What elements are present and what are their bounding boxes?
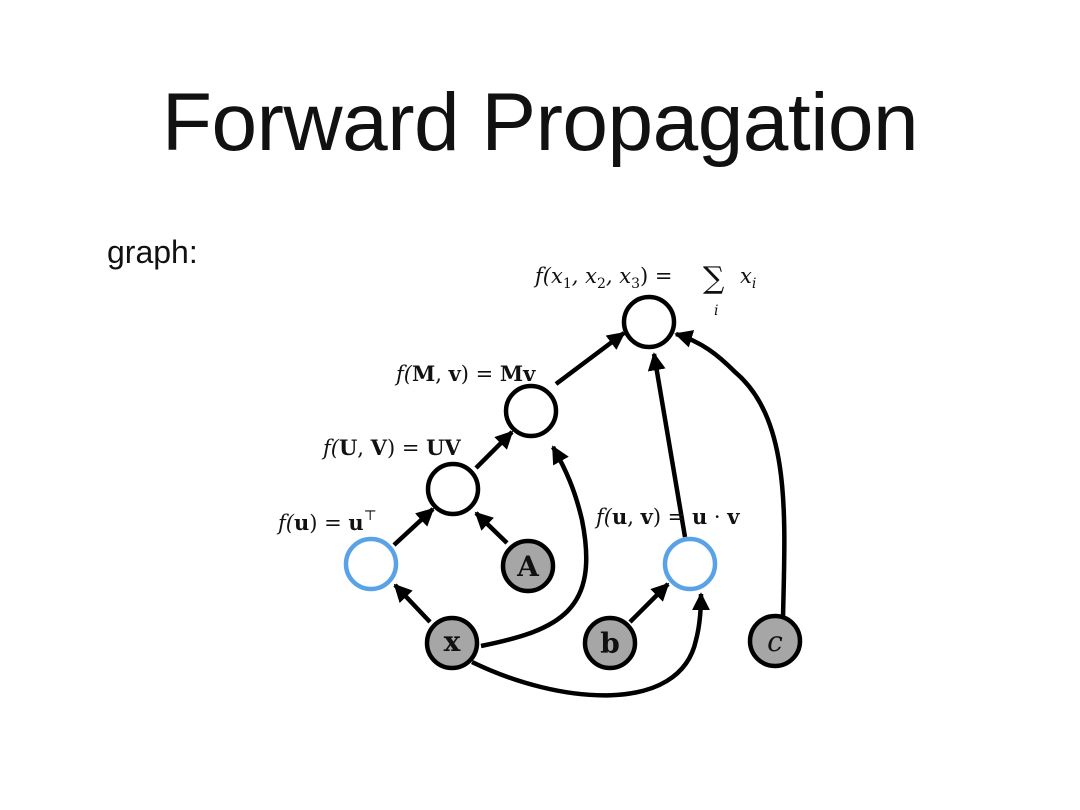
edge-uv-to-mv (474, 430, 514, 470)
edge-c-to-sum (674, 330, 787, 619)
input-node-x (424, 615, 480, 671)
input-node-A (500, 538, 556, 594)
transpose-function-label: f(u) = u⊤ (276, 508, 377, 535)
input-node-c (747, 613, 803, 669)
transpose-node (343, 536, 399, 592)
nodes: A x b c (343, 294, 803, 671)
node-label-A: A (516, 550, 540, 583)
slide-title: Forward Propagation (161, 77, 919, 168)
edge-b-to-dot (628, 582, 670, 624)
mv-function-label: f(M, v) = Mv (394, 361, 536, 386)
sum-index: i (714, 303, 718, 319)
edge-x-to-transpose (393, 583, 432, 624)
dot-node (662, 536, 718, 592)
edge-x-to-dot (471, 592, 710, 698)
uv-function-label: f(U, V) = UV (321, 435, 461, 460)
sum-node (621, 294, 677, 350)
edge-transpose-to-uv (392, 507, 435, 547)
mv-node (503, 383, 559, 439)
graph-label: graph: (107, 234, 198, 270)
edges (392, 330, 787, 698)
edge-dot-to-sum (647, 352, 688, 538)
sum-term: xi (740, 264, 756, 292)
node-label-x: x (444, 625, 461, 658)
node-label-b: b (600, 627, 620, 660)
function-labels: f(x1, x2, x3) = ∑ i xi f(M, v) = Mv f(U,… (276, 261, 756, 535)
edge-A-to-uv (474, 511, 509, 545)
input-node-b (582, 615, 638, 671)
dot-function-label: f(u, v) = u · v (594, 504, 740, 529)
edge-mv-to-sum (554, 331, 626, 386)
node-label-c: c (767, 625, 783, 658)
sum-sigma: ∑ (703, 261, 725, 296)
edge-x-to-mv (480, 445, 589, 649)
uv-node (425, 461, 481, 517)
sum-function-label: f(x1, x2, x3) = (533, 264, 672, 292)
